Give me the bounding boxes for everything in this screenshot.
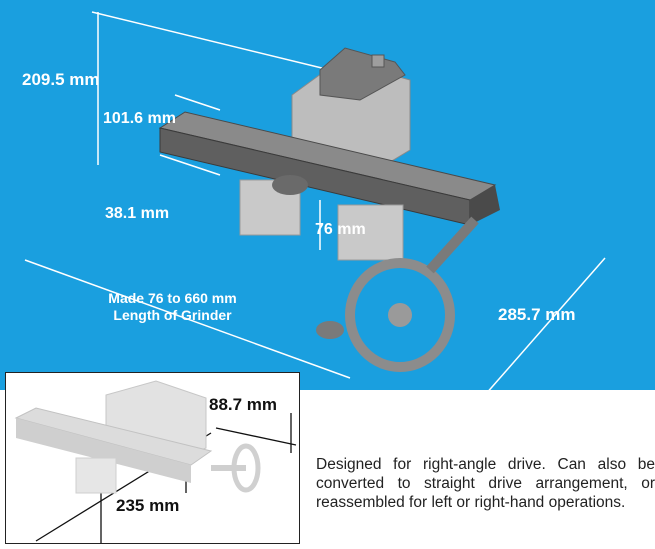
made-length-label: Made 76 to 660 mm Length of Grinder [85,290,260,324]
overall-height-dimension: 209.5 mm [22,70,100,89]
inset-straight-drive-panel: 88.7 mm 235 mm [5,372,300,544]
inset-illustration [14,380,297,543]
depth-dimension: 285.7 mm [498,305,576,324]
inset-width-dimension: 88.7 mm [209,395,278,414]
made-length-line1: Made 76 to 660 mm [108,290,237,306]
product-description: Designed for right-angle drive. Can also… [316,456,655,511]
grinder-attachment-illustration [24,11,606,390]
rail-height-dimension: 101.6 mm [103,110,176,127]
inset-length-dimension: 235 mm [116,496,180,515]
made-length-line2: Length of Grinder [113,307,232,323]
clearance-dimension: 38.1 mm [105,205,170,222]
stroke-dimension: 76 mm [315,221,366,238]
